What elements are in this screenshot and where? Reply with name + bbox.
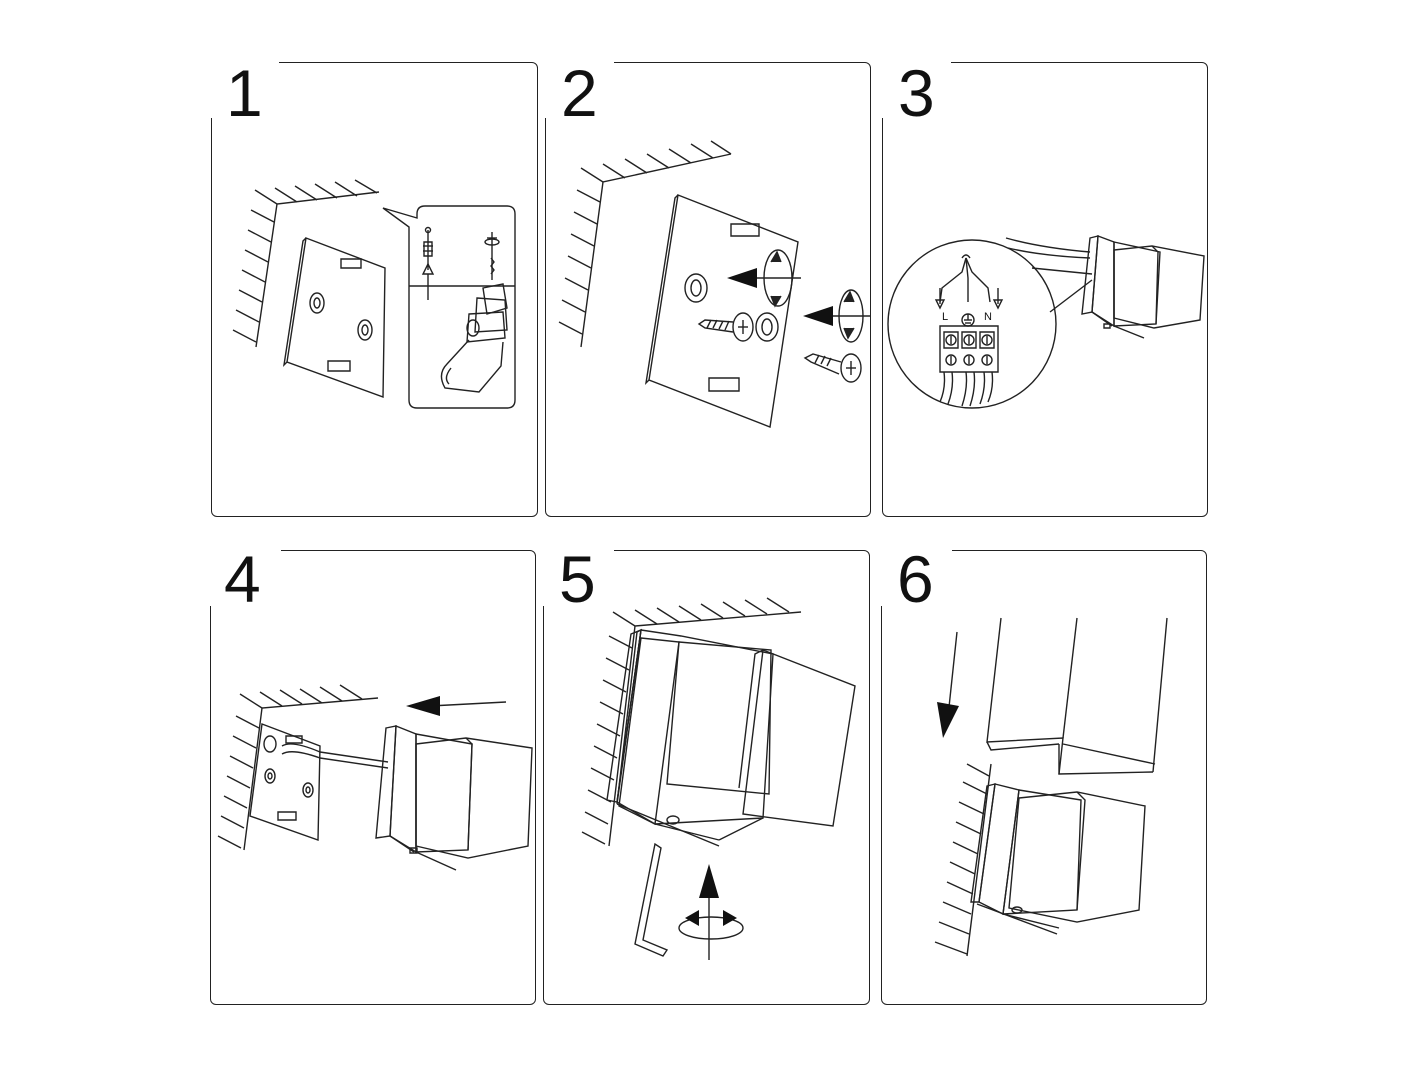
step-5-illustration bbox=[543, 550, 870, 1005]
allen-key-icon bbox=[635, 844, 667, 956]
hatched-wall-icon bbox=[559, 141, 731, 347]
step-4-illustration bbox=[210, 550, 536, 1005]
step-4-panel bbox=[210, 550, 536, 1005]
arrow-icon bbox=[936, 288, 1002, 308]
step-3-number: 3 bbox=[892, 60, 945, 126]
live-terminal-label: L bbox=[942, 311, 948, 323]
step-5-number: 5 bbox=[553, 546, 606, 612]
step-3-panel bbox=[882, 62, 1208, 517]
lamp-housing-icon bbox=[971, 784, 1145, 934]
step-2-number: 2 bbox=[555, 60, 608, 126]
step-1-illustration bbox=[211, 62, 538, 517]
step-2-panel bbox=[545, 62, 871, 517]
neutral-terminal-label: N bbox=[984, 311, 992, 323]
step-2-illustration bbox=[545, 62, 871, 517]
lamp-housing-icon bbox=[1082, 236, 1204, 338]
rotate-arrow-icon bbox=[679, 917, 743, 939]
step-4-number: 4 bbox=[218, 546, 271, 612]
wall-plug-icon bbox=[423, 228, 433, 301]
arrow-icon bbox=[727, 268, 757, 288]
step-5-panel bbox=[543, 550, 870, 1005]
hatched-wall-icon bbox=[582, 598, 801, 846]
step-1-number: 1 bbox=[220, 60, 273, 126]
ground-symbol-icon bbox=[962, 314, 974, 326]
screw-icon bbox=[805, 354, 861, 382]
arrow-icon bbox=[406, 696, 440, 716]
hatched-wall-icon bbox=[935, 764, 991, 956]
arrow-icon bbox=[699, 864, 719, 898]
lamp-housing-icon bbox=[607, 630, 855, 846]
step-6-illustration bbox=[881, 550, 1207, 1005]
arrow-icon bbox=[937, 702, 959, 738]
arrow-icon bbox=[803, 306, 833, 326]
hatched-wall-icon bbox=[218, 685, 378, 850]
lamp-housing-icon bbox=[376, 726, 532, 870]
drill-icon bbox=[441, 232, 507, 392]
step-3-illustration: L N bbox=[882, 62, 1208, 517]
step-6-number: 6 bbox=[891, 546, 944, 612]
hatched-wall-icon bbox=[233, 180, 379, 347]
screw-icon bbox=[699, 313, 753, 341]
lamp-housing-icon bbox=[987, 618, 1167, 774]
